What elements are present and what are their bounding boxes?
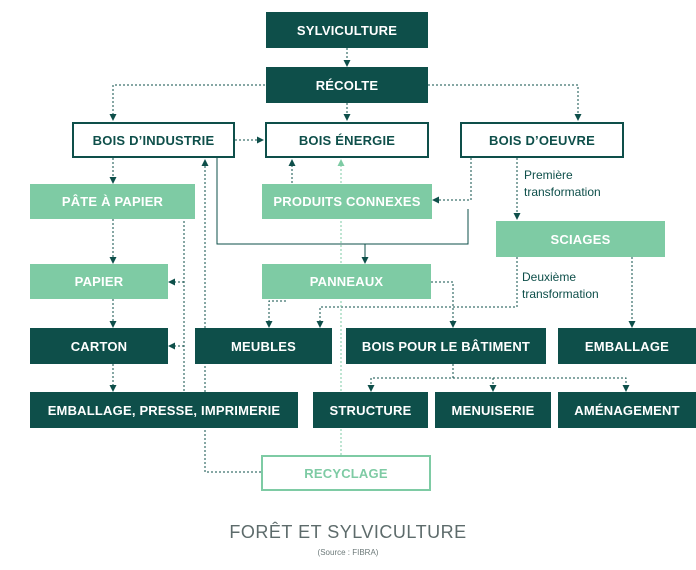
node-emballage: EMBALLAGE: [558, 328, 696, 364]
node-meubles: MEUBLES: [195, 328, 332, 364]
arrow-recolte-bois-oeuvre: [428, 84, 582, 121]
node-emballage-presse-imprimerie: EMBALLAGE, PRESSE, IMPRIMERIE: [30, 392, 298, 428]
node-amenagement: AMÉNAGEMENT: [558, 392, 696, 428]
arrow-batiment-split: [367, 364, 454, 392]
node-sciages: SCIAGES: [496, 221, 665, 257]
caption-title: FORÊT ET SYLVICULTURE: [229, 522, 467, 542]
node-structure: STRUCTURE: [313, 392, 428, 428]
note-premiere-transformation: Première transformation: [524, 167, 601, 201]
caption-source: (Source : FIBRA): [317, 548, 379, 557]
note-deuxieme-line2: transformation: [522, 287, 599, 301]
note-deuxieme-transformation: Deuxième transformation: [522, 269, 599, 303]
arrow-recyclage-industrie: [201, 159, 261, 473]
node-carton: CARTON: [30, 328, 168, 364]
node-bois-industrie: BOIS D’INDUSTRIE: [72, 122, 235, 158]
node-produits-connexes: PRODUITS CONNEXES: [262, 184, 432, 219]
node-recolte: RÉCOLTE: [266, 67, 428, 103]
node-menuiserie: MENUISERIE: [435, 392, 551, 428]
note-premiere-line2: transformation: [524, 185, 601, 199]
node-papier: PAPIER: [30, 264, 168, 299]
node-panneaux: PANNEAUX: [262, 264, 431, 299]
note-premiere-line1: Première: [524, 168, 573, 182]
node-bois-batiment: BOIS POUR LE BÂTIMENT: [346, 328, 546, 364]
node-sylviculture: SYLVICULTURE: [266, 12, 428, 48]
arrow-sciages-meubles: [316, 257, 518, 328]
arrow-oeuvre-connexes: [432, 158, 472, 204]
node-pate-papier: PÂTE À PAPIER: [30, 184, 195, 219]
arrow-panneaux-meubles: [265, 300, 286, 328]
node-bois-oeuvre: BOIS D’OEUVRE: [460, 122, 624, 158]
node-bois-energie: BOIS ÉNERGIE: [265, 122, 429, 158]
arrow-batiment-amenagement: [453, 377, 630, 392]
line-industrie-panneaux: [216, 158, 469, 245]
note-deuxieme-line1: Deuxième: [522, 270, 577, 284]
node-recyclage: RECYCLAGE: [261, 455, 431, 491]
arrow-recolte-bois-industrie: [109, 84, 265, 121]
arrow-panneaux-batiment: [431, 281, 457, 328]
